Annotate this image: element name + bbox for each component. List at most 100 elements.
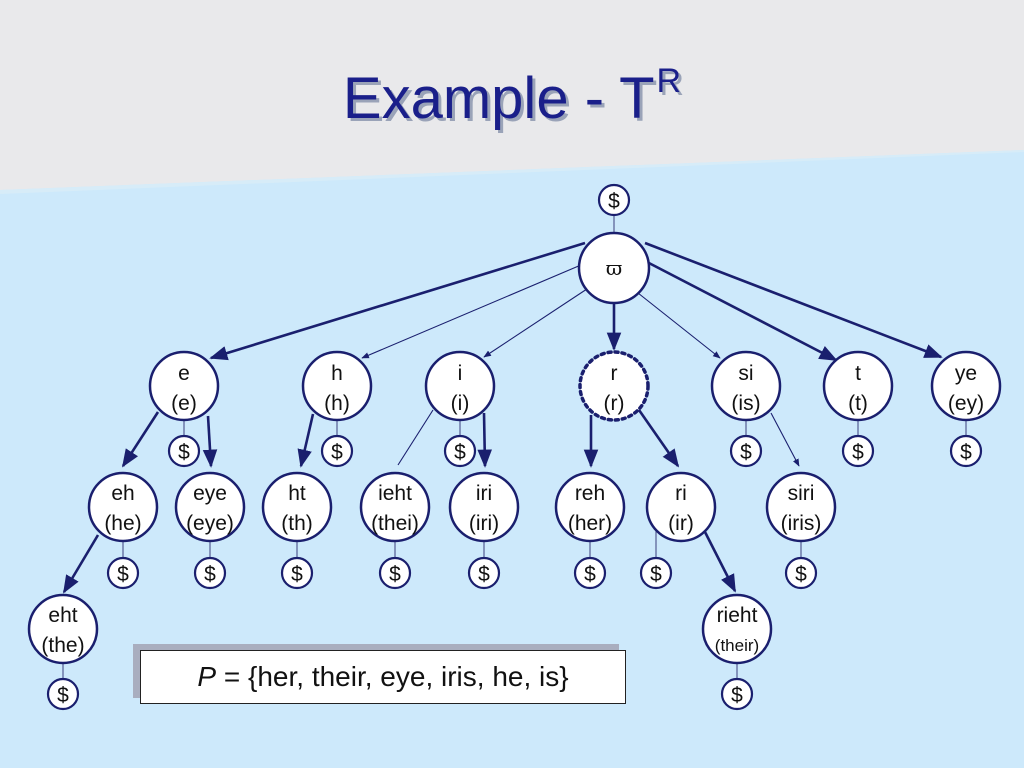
dollar-label: $ [608,190,620,213]
dollar-label: $ [117,563,129,586]
node-label: ye [955,362,977,385]
edge-root-h [361,261,589,359]
root-label: ϖ [606,256,622,280]
trie-node-t: t (t) [822,350,894,422]
node-label: si [738,362,753,385]
node-reversed-label: (h) [324,392,350,415]
slide-title: Example - TR [0,62,1024,132]
trie-node-rieht: rieht (their) [701,593,773,665]
dollar-label: $ [960,441,972,464]
trie-node-eht: eht (the) [27,593,99,665]
node-label: rieht [717,604,758,627]
node-label: r [611,362,618,385]
node-reversed-label: (r) [604,392,625,415]
dollar-label: $ [57,684,69,707]
dollar-node-iri: $ [467,556,501,590]
node-reversed-label: (thei) [371,512,419,535]
dollar-label: $ [331,441,343,464]
trie-node-ye: ye (ey) [930,350,1002,422]
dollar-node-si: $ [729,434,763,468]
dollar-label: $ [454,441,466,464]
trie-node-i: i (i) [424,350,496,422]
edge-eh-eht [62,534,100,594]
dollar-node-i: $ [443,434,477,468]
node-reversed-label: (e) [171,392,197,415]
dollar-label: $ [291,563,303,586]
dollar-node-t: $ [841,434,875,468]
node-reversed-label: (her) [568,512,612,535]
node-label: i [458,362,463,385]
dollar-label: $ [740,441,752,464]
trie-node-ieht: ieht (thei) [359,471,431,543]
edge-i-ieht [397,409,434,466]
node-reversed-label: (i) [451,392,470,415]
pattern-set-text: = {her, their, eye, iris, he, is} [216,661,569,692]
dollar-connectors [62,215,967,680]
dollar-label: $ [389,563,401,586]
node-label: eye [193,482,227,505]
dollar-label: $ [731,684,743,707]
dollar-node-eht: $ [46,677,80,711]
trie-node-e: e (e) [148,350,220,422]
edge-root-i [483,284,594,358]
trie-node-ri: ri (ir) [645,471,717,543]
trie-node-eh: eh (he) [87,471,159,543]
dollar-node-siri: $ [784,556,818,590]
trie-node-reh: reh (her) [554,471,626,543]
node-label: t [855,362,861,385]
dollar-label: $ [852,441,864,464]
dollar-label: $ [178,441,190,464]
node-reversed-label: (ey) [948,392,984,415]
edge-root-ye [644,241,943,359]
node-label: reh [575,482,605,505]
node-reversed-label: (eye) [186,512,234,535]
dollar-node-ht: $ [280,556,314,590]
dollar-label: $ [650,563,662,586]
dollar-node-eh: $ [106,556,140,590]
node-label: iri [476,482,492,505]
node-reversed-label: (t) [848,392,868,415]
node-reversed-label: (iri) [469,512,499,535]
trie-node-siri: siri (iris) [765,471,837,543]
title-text: Example - T [342,66,655,131]
node-label: ri [675,482,687,505]
edge-e-eh [121,411,160,468]
edge-r-ri [637,409,680,468]
trie-node-ht: ht (th) [261,471,333,543]
title-superscript: R [656,62,682,100]
dollar-node-h: $ [320,434,354,468]
dollar-node-e: $ [167,434,201,468]
edge-si-siri [770,412,800,467]
dollar-node-root: $ [597,183,631,217]
dollar-node-rieht: $ [720,677,754,711]
trie-node-eye: eye (eye) [174,471,246,543]
edge-e-eye [202,415,218,468]
dollar-node-ieht: $ [378,556,412,590]
dollar-label: $ [478,563,490,586]
root-node: ϖ [577,231,651,305]
trie-node-h: h (h) [301,350,373,422]
node-reversed-label: (ir) [668,512,694,535]
node-reversed-label: (iris) [781,512,822,535]
trie-node-iri: iri (iri) [448,471,520,543]
dollar-node-reh: $ [573,556,607,590]
trie-node-si: si (is) [710,350,782,422]
node-reversed-label: (is) [731,392,760,415]
node-label: e [178,362,190,385]
node-reversed-label: (the) [41,634,84,657]
edge-h-ht [297,413,315,468]
node-label: ht [288,482,306,505]
dollar-label: $ [584,563,596,586]
edge-root-t [646,260,838,362]
dollar-label: $ [795,563,807,586]
edge-ri-rieht [703,531,737,593]
dollar-node-eye: $ [193,556,227,590]
node-label: eh [111,482,134,505]
node-reversed-label: (he) [104,512,141,535]
trie-node-r: r (r) [578,350,650,422]
dollar-node-ri: $ [639,556,673,590]
edge-i-iri [477,412,492,468]
node-label: siri [788,482,815,505]
